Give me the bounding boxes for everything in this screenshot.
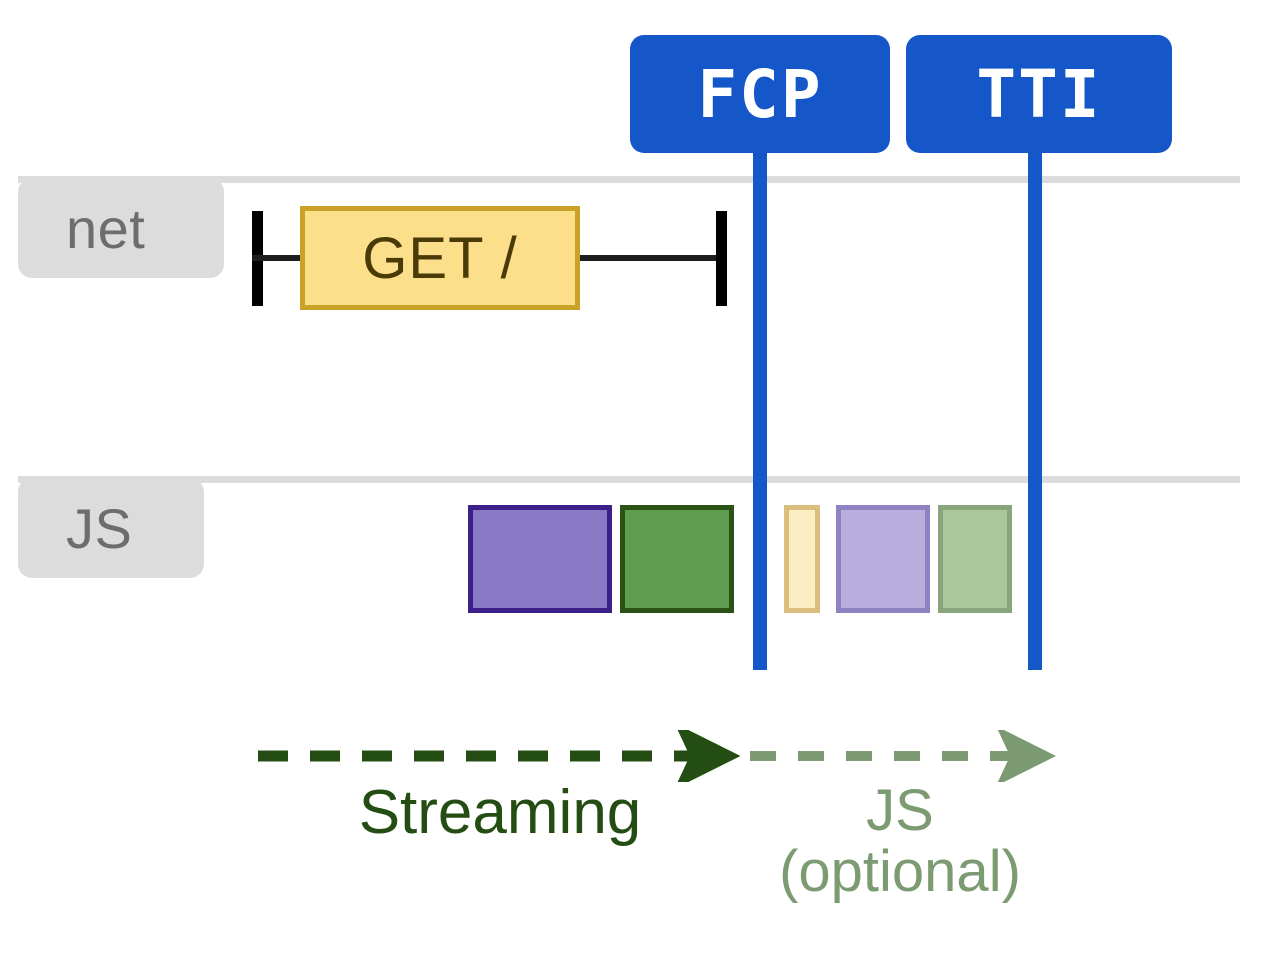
js-task-block-task-5: [938, 505, 1012, 613]
request-box-label: GET /: [362, 225, 518, 291]
js-optional-arrow: [750, 730, 1056, 782]
row-label-net: net: [18, 178, 224, 278]
marker-badge-fcp[interactable]: FCP: [630, 35, 890, 153]
request-box-get-root: GET /: [300, 206, 580, 310]
request-bar-end-cap: [716, 211, 727, 306]
js-optional-caption-line1: JS: [866, 778, 934, 843]
row-label-js-text: JS: [66, 496, 133, 560]
marker-badge-tti[interactable]: TTI: [906, 35, 1172, 153]
js-task-block-task-4: [836, 505, 930, 613]
js-task-block-task-1: [468, 505, 612, 613]
timeline-track-js: [18, 476, 1240, 483]
js-task-block-task-3: [784, 505, 820, 613]
marker-badge-fcp-label: FCP: [697, 55, 823, 133]
js-task-block-task-2: [620, 505, 734, 613]
js-optional-caption: JS (optional): [745, 780, 1055, 903]
row-label-js: JS: [18, 478, 204, 578]
streaming-arrow: [258, 730, 740, 782]
marker-line-tti: [1028, 140, 1042, 670]
streaming-caption-line1: Streaming: [358, 778, 642, 847]
row-label-net-text: net: [66, 196, 146, 260]
streaming-caption: Streaming: [230, 780, 770, 846]
marker-badge-tti-label: TTI: [976, 55, 1102, 133]
js-optional-caption-line2: (optional): [779, 839, 1021, 905]
timeline-track-net: [18, 176, 1240, 183]
marker-line-fcp: [753, 140, 767, 670]
